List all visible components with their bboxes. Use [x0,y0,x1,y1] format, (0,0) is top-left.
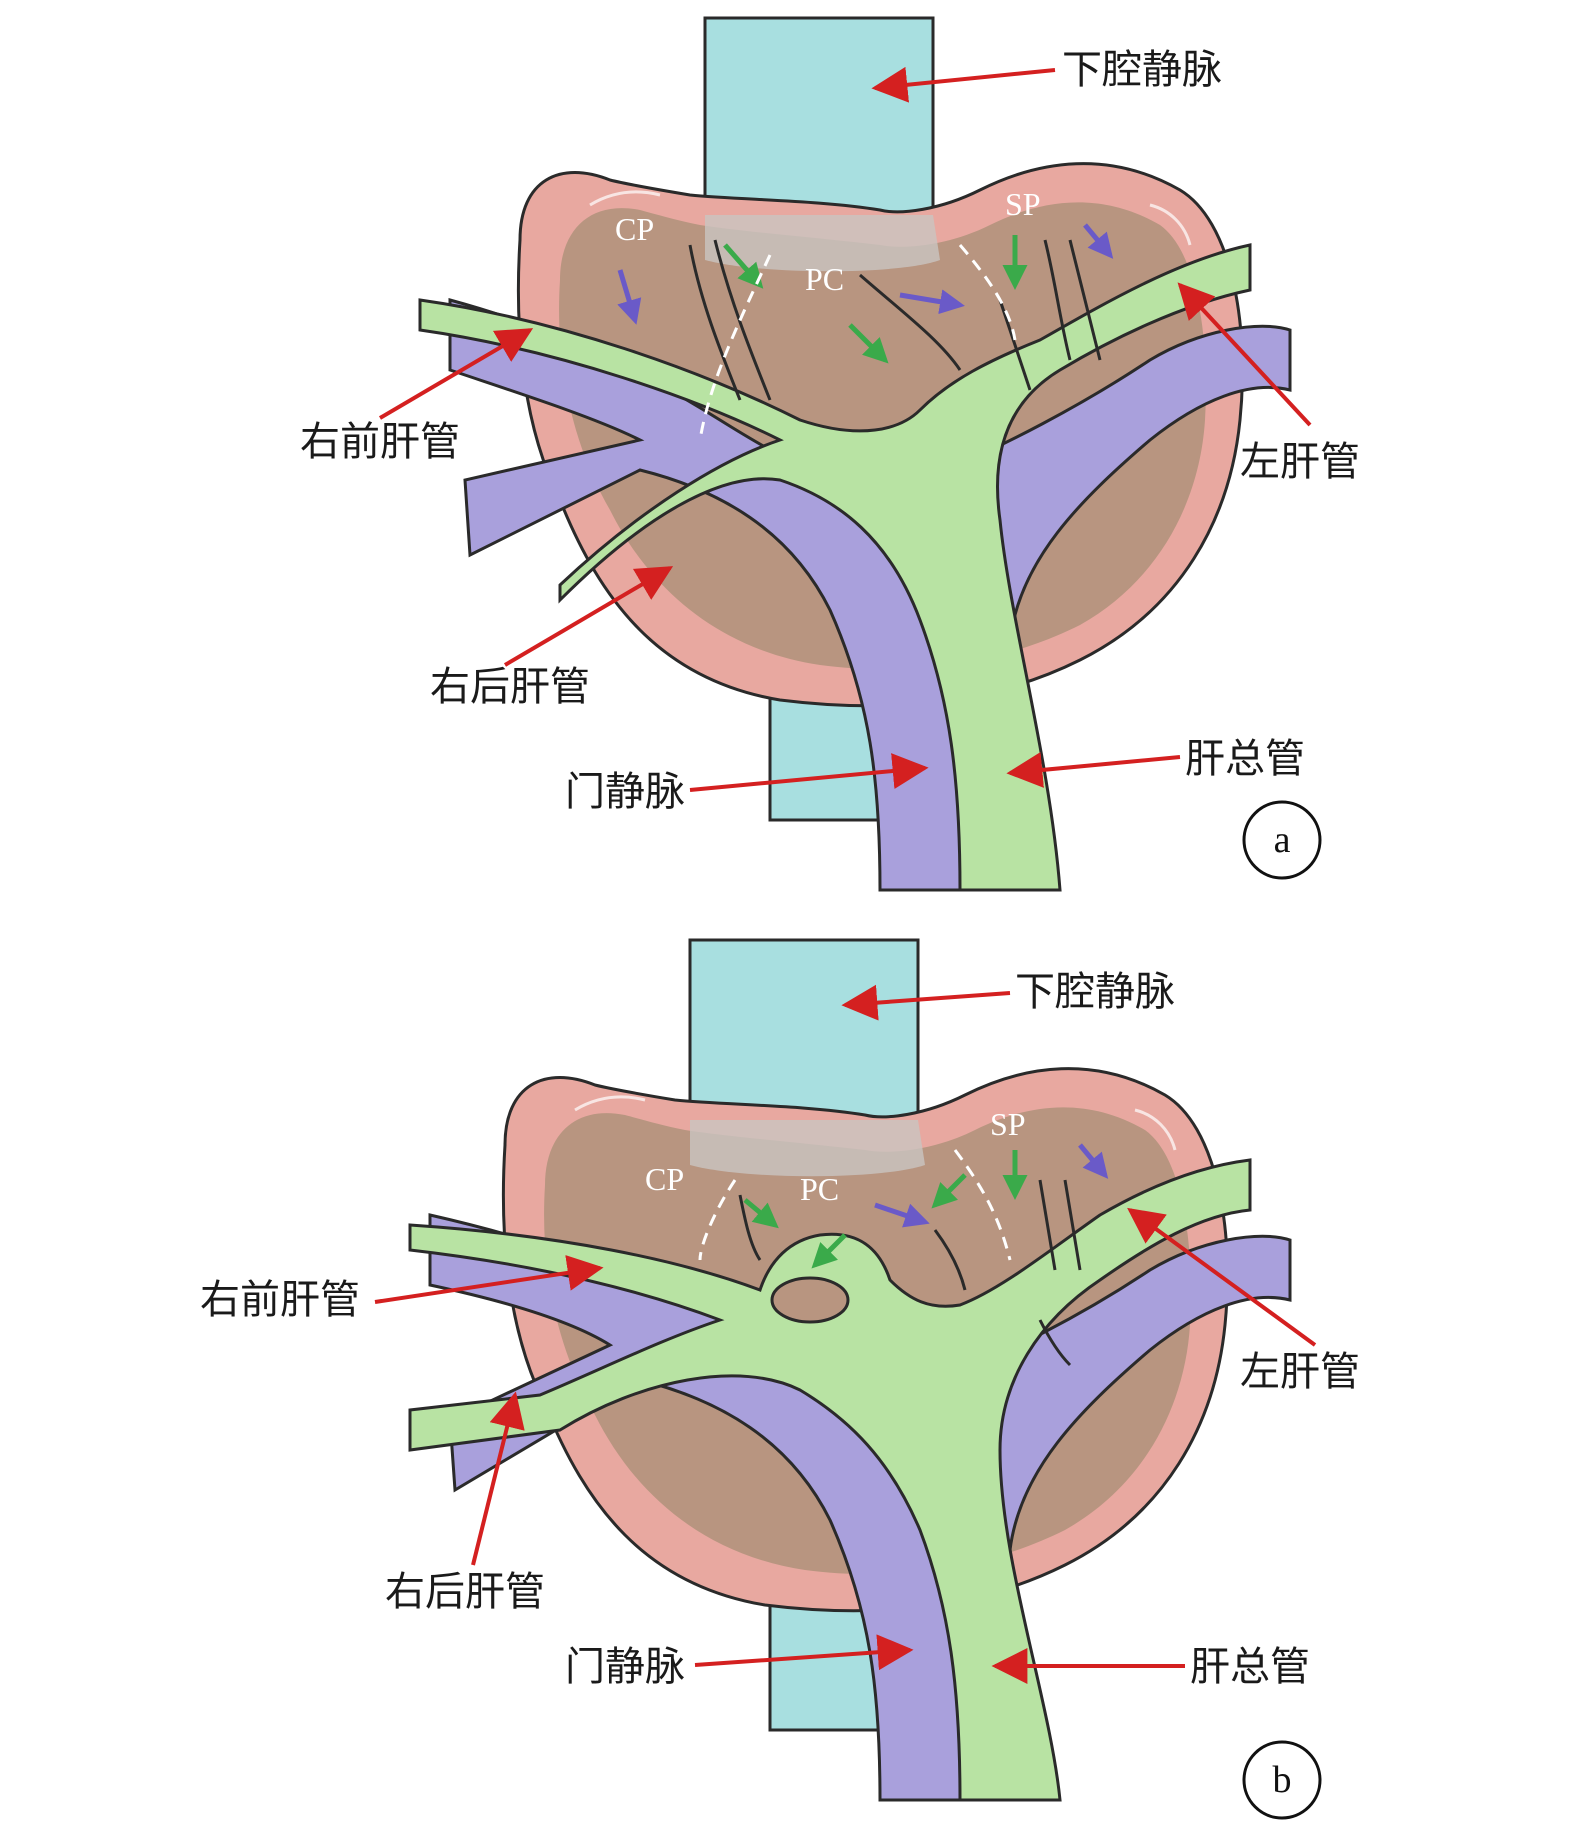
leader-right-anterior-a [378,328,534,420]
segment-boundary-a1 [698,254,772,441]
segment-boundary-a2 [958,244,1017,341]
green-arrow-b2 [811,1233,847,1269]
label-common-duct-b: 肝总管 [1190,1644,1310,1690]
segment-pc-b: PC [800,1171,839,1207]
label-common-duct-a: 肝总管 [1185,736,1305,782]
green-arrow-a1 [723,243,764,289]
panel-letter-a: a [1274,819,1291,861]
bile-duct-loop-b [770,1276,850,1324]
leader-portal-vein-a [689,753,929,792]
segment-branches-a [688,239,1102,401]
bile-ducts-a [418,243,1252,892]
label-ivc-a: 下腔静脉 [1062,47,1222,93]
label-portal-vein-b: 门静脉 [565,1644,685,1690]
purple-arrow-b1 [874,1202,930,1228]
leader-right-anterior-b [374,1255,604,1304]
green-arrow-b3 [931,1173,967,1209]
leader-right-posterior-a [503,566,674,667]
label-right-posterior-a: 右后肝管 [430,664,590,710]
panel-letter-b: b [1273,1759,1292,1801]
label-right-anterior-a: 右前肝管 [300,419,460,465]
label-ivc-b: 下腔静脉 [1015,969,1175,1015]
purple-arrow-b2 [1078,1143,1109,1179]
segment-sp-a: SP [1005,186,1041,222]
panel-letter-circle-b [1242,1740,1322,1820]
ivc-through-liver-a [705,215,940,272]
segment-boundary-b1 [698,1179,737,1261]
label-portal-vein-a: 门静脉 [565,769,685,815]
label-left-duct-a: 左肝管 [1240,439,1360,485]
leader-right-posterior-b [471,1391,525,1566]
label-left-duct-b: 左肝管 [1240,1349,1360,1395]
panel-letter-circle-a [1242,800,1322,880]
leader-ivc-b [841,984,1011,1021]
green-arrow-b1 [743,1198,779,1229]
leader-common-duct-a [1006,752,1181,788]
label-right-posterior-b: 右后肝管 [385,1569,545,1615]
panel-b: CP PC SP 下腔静脉 右前肝管 左肝管 右后肝管 门静脉 肝总管 b [200,938,1360,1820]
segment-cp-a: CP [615,211,654,247]
segment-boundary-b2 [953,1149,1012,1261]
leader-left-duct-b [1127,1207,1317,1347]
leader-portal-vein-b [694,1634,914,1671]
label-right-anterior-b: 右前肝管 [200,1277,360,1323]
green-arrow-a2 [848,323,889,364]
segment-branches-b [738,1179,1082,1367]
purple-arrow-a2 [899,289,965,315]
leader-ivc-a [871,66,1056,103]
leader-left-duct-a [1177,282,1312,427]
panel-a: CP PC SP 下腔静脉 右前肝管 左肝管 右后肝管 门静脉 肝总管 a [300,16,1360,892]
purple-arrow-a1 [617,269,642,325]
segment-pc-a: PC [805,261,844,297]
segment-sp-b: SP [990,1106,1026,1142]
segment-cp-b: CP [645,1161,684,1197]
ivc-through-liver-b [690,1120,925,1177]
purple-arrow-a3 [1083,223,1114,259]
